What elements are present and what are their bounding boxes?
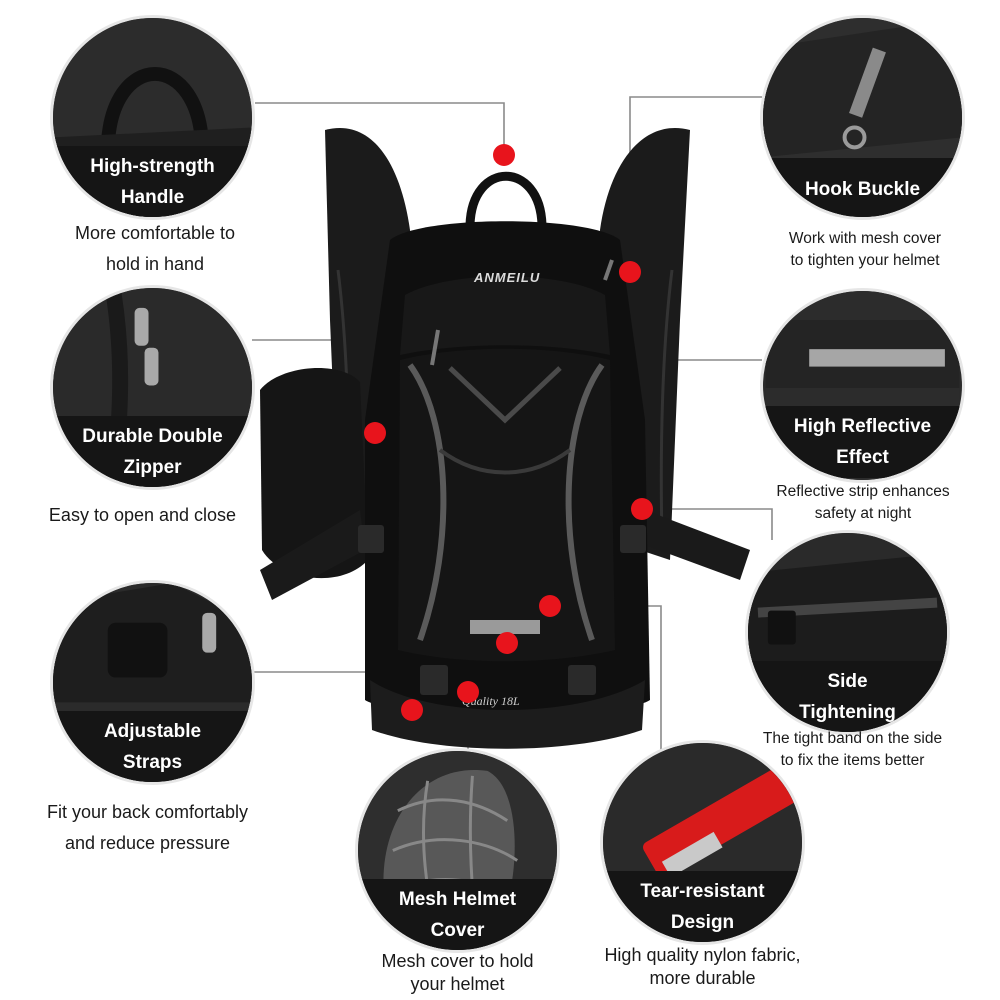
- feature-title-zipper: Durable Double Zipper: [53, 416, 252, 487]
- marker-dot-straps: [401, 699, 423, 721]
- feature-title-handle: High-strength Handle: [53, 146, 252, 217]
- marker-dot-side: [631, 498, 653, 520]
- feature-circle-helmet: Mesh Helmet Cover: [355, 748, 560, 953]
- feature-title-straps: Adjustable Straps: [53, 711, 252, 782]
- feature-desc-straps: Fit your back comfortably and reduce pre…: [46, 802, 249, 853]
- line-side: [642, 508, 773, 540]
- marker-dot-hook: [619, 261, 641, 283]
- line-handle: [255, 102, 505, 155]
- marker-dot-zipper: [364, 422, 386, 444]
- marker-dot-helmet: [457, 681, 479, 703]
- feature-circle-reflective: High Reflective Effect: [760, 288, 965, 483]
- feature-circle-hook-buckle: Hook Buckle: [760, 15, 965, 220]
- feature-circle-tear: Tear-resistant Design: [600, 740, 805, 945]
- feature-desc-side: The tight band on the side to fix the it…: [762, 730, 943, 769]
- feature-title-hook-buckle: Hook Buckle: [763, 158, 962, 217]
- brand-logo: ANMEILU: [474, 270, 541, 285]
- feature-desc-handle: More comfortable to hold in hand: [74, 223, 236, 274]
- feature-desc-helmet: Mesh cover to hold your helmet: [381, 951, 534, 994]
- feature-title-tear: Tear-resistant Design: [603, 871, 802, 942]
- feature-circle-zipper: Durable Double Zipper: [50, 285, 255, 490]
- marker-dot-tear: [539, 595, 561, 617]
- feature-desc-zipper: Easy to open and close: [48, 505, 237, 525]
- feature-circle-straps: Adjustable Straps: [50, 580, 255, 785]
- feature-title-side: Side Tightening: [748, 661, 947, 732]
- marker-dot-reflective: [496, 632, 518, 654]
- feature-circle-handle: High-strength Handle: [50, 15, 255, 220]
- feature-circle-side: Side Tightening: [745, 530, 950, 735]
- feature-desc-tear: High quality nylon fabric, more durable: [604, 945, 801, 988]
- backpack-image: [260, 127, 750, 749]
- feature-desc-reflective: Reflective strip enhances safety at nigh…: [776, 483, 950, 522]
- marker-dot-handle: [493, 144, 515, 166]
- feature-desc-hook-buckle: Work with mesh cover to tighten your hel…: [788, 230, 942, 269]
- feature-title-helmet: Mesh Helmet Cover: [358, 879, 557, 950]
- feature-title-reflective: High Reflective Effect: [763, 406, 962, 478]
